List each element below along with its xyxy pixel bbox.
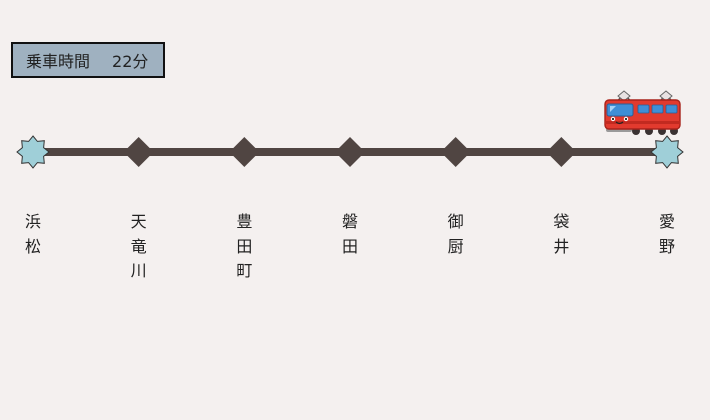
station-markers — [16, 135, 684, 169]
ride-time-box: 乗車時間 22分 — [11, 42, 165, 78]
ride-time-label: 乗車時間 — [26, 52, 91, 71]
ride-time-value: 22分 — [112, 52, 149, 71]
station-name-6: 愛野 — [658, 212, 675, 256]
station-marker-3 — [335, 137, 365, 167]
train-icon — [604, 90, 681, 135]
station-name-2: 豊田町 — [236, 212, 253, 280]
station-marker-2 — [229, 137, 260, 167]
terminal-marker-6 — [650, 135, 684, 169]
station-marker-4 — [440, 137, 471, 167]
station-name-5: 袋井 — [553, 212, 570, 256]
station-name-1: 天竜川 — [130, 212, 147, 280]
station-marker-5 — [546, 137, 577, 167]
station-name-3: 磐田 — [341, 212, 358, 256]
station-name-4: 御厨 — [447, 212, 464, 256]
terminal-marker-0 — [16, 135, 50, 169]
station-name-0: 浜松 — [24, 212, 41, 256]
station-marker-1 — [123, 137, 154, 167]
